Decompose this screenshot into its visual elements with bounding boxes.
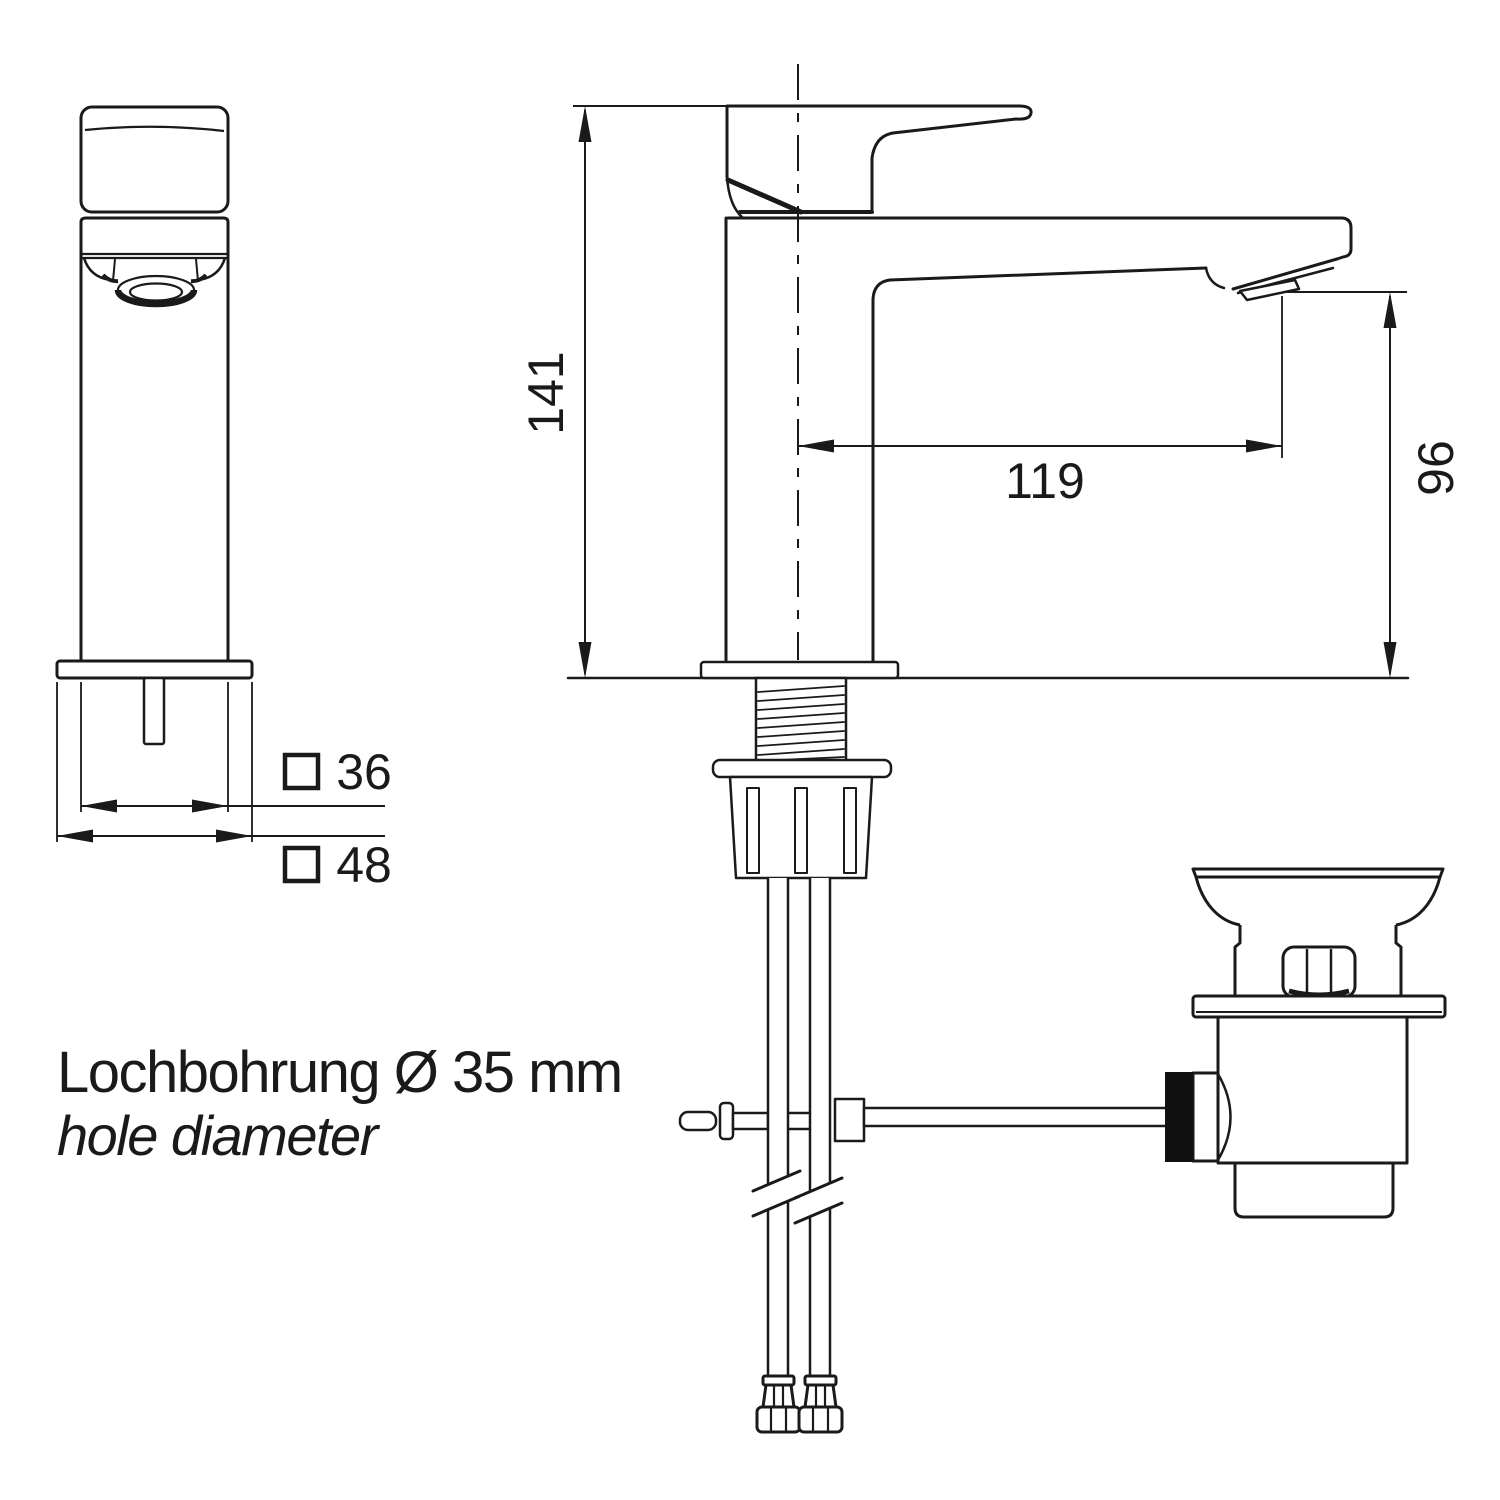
side-base-plate [699,660,900,680]
front-body [79,216,230,661]
side-aerator-tip [1204,257,1339,302]
hole-diameter-note-de: Lochbohrung Ø 35 mm [57,1040,622,1105]
front-aerator [82,257,227,308]
front-view-dimensions [56,682,385,884]
faucet-side-view [566,64,1410,1434]
hole-diameter-note-en: hole diameter [57,1104,381,1167]
drain-flange [1191,994,1447,1019]
square-symbol-icon [282,752,321,791]
arrowhead-icon [578,106,592,142]
front-mounting-pin [142,676,166,746]
side-view-dimensions [573,105,1407,678]
front-spout-underside-lines [81,252,228,260]
dim-label-96: 96 [1408,440,1464,496]
faucet-front-view [55,105,254,746]
arrowhead-icon [57,829,93,843]
drain-body [1216,1017,1409,1165]
arrowhead-icon [578,642,592,678]
supply-hoses [751,876,844,1378]
drain-tailpiece [1233,1163,1395,1219]
dim-label-48: 48 [336,837,392,893]
drain-funnel [1191,867,1445,879]
front-handle-cap [79,105,230,214]
arrowhead-icon [1246,439,1282,453]
mounting-nut [728,775,874,880]
square-symbol-icon [282,845,321,884]
arrowhead-icon [1383,642,1397,678]
break-symbol-icon [793,1176,844,1225]
front-handle-cap-edge [84,125,225,133]
pull-rod-collar [718,1101,735,1141]
break-symbol-icon [751,1169,802,1218]
dim-label-141: 141 [518,351,574,434]
side-body-spout [724,216,1353,663]
drain-rod-socket [1191,1071,1220,1163]
arrowhead-icon [1383,292,1397,328]
threaded-shank [754,676,848,764]
arrowhead-icon [216,829,252,843]
pull-rod-block [833,1097,866,1143]
side-handle-lever [725,104,1033,220]
drain-overflow-window [1281,945,1357,999]
rod-joint-collar [1165,1072,1193,1162]
extension-lines [56,682,253,842]
drain-assembly [1165,867,1447,1219]
dim-label-36: 36 [336,744,392,800]
front-base-plate [55,659,254,680]
arrowhead-icon [798,439,834,453]
hose-fittings [755,1374,844,1434]
arrowhead-icon [192,799,228,813]
pull-rod [678,1097,1170,1143]
arrowhead-icon [81,799,117,813]
mounting-washer [711,758,893,779]
pull-rod-knob [678,1110,718,1132]
dim-label-119: 119 [1005,453,1085,509]
